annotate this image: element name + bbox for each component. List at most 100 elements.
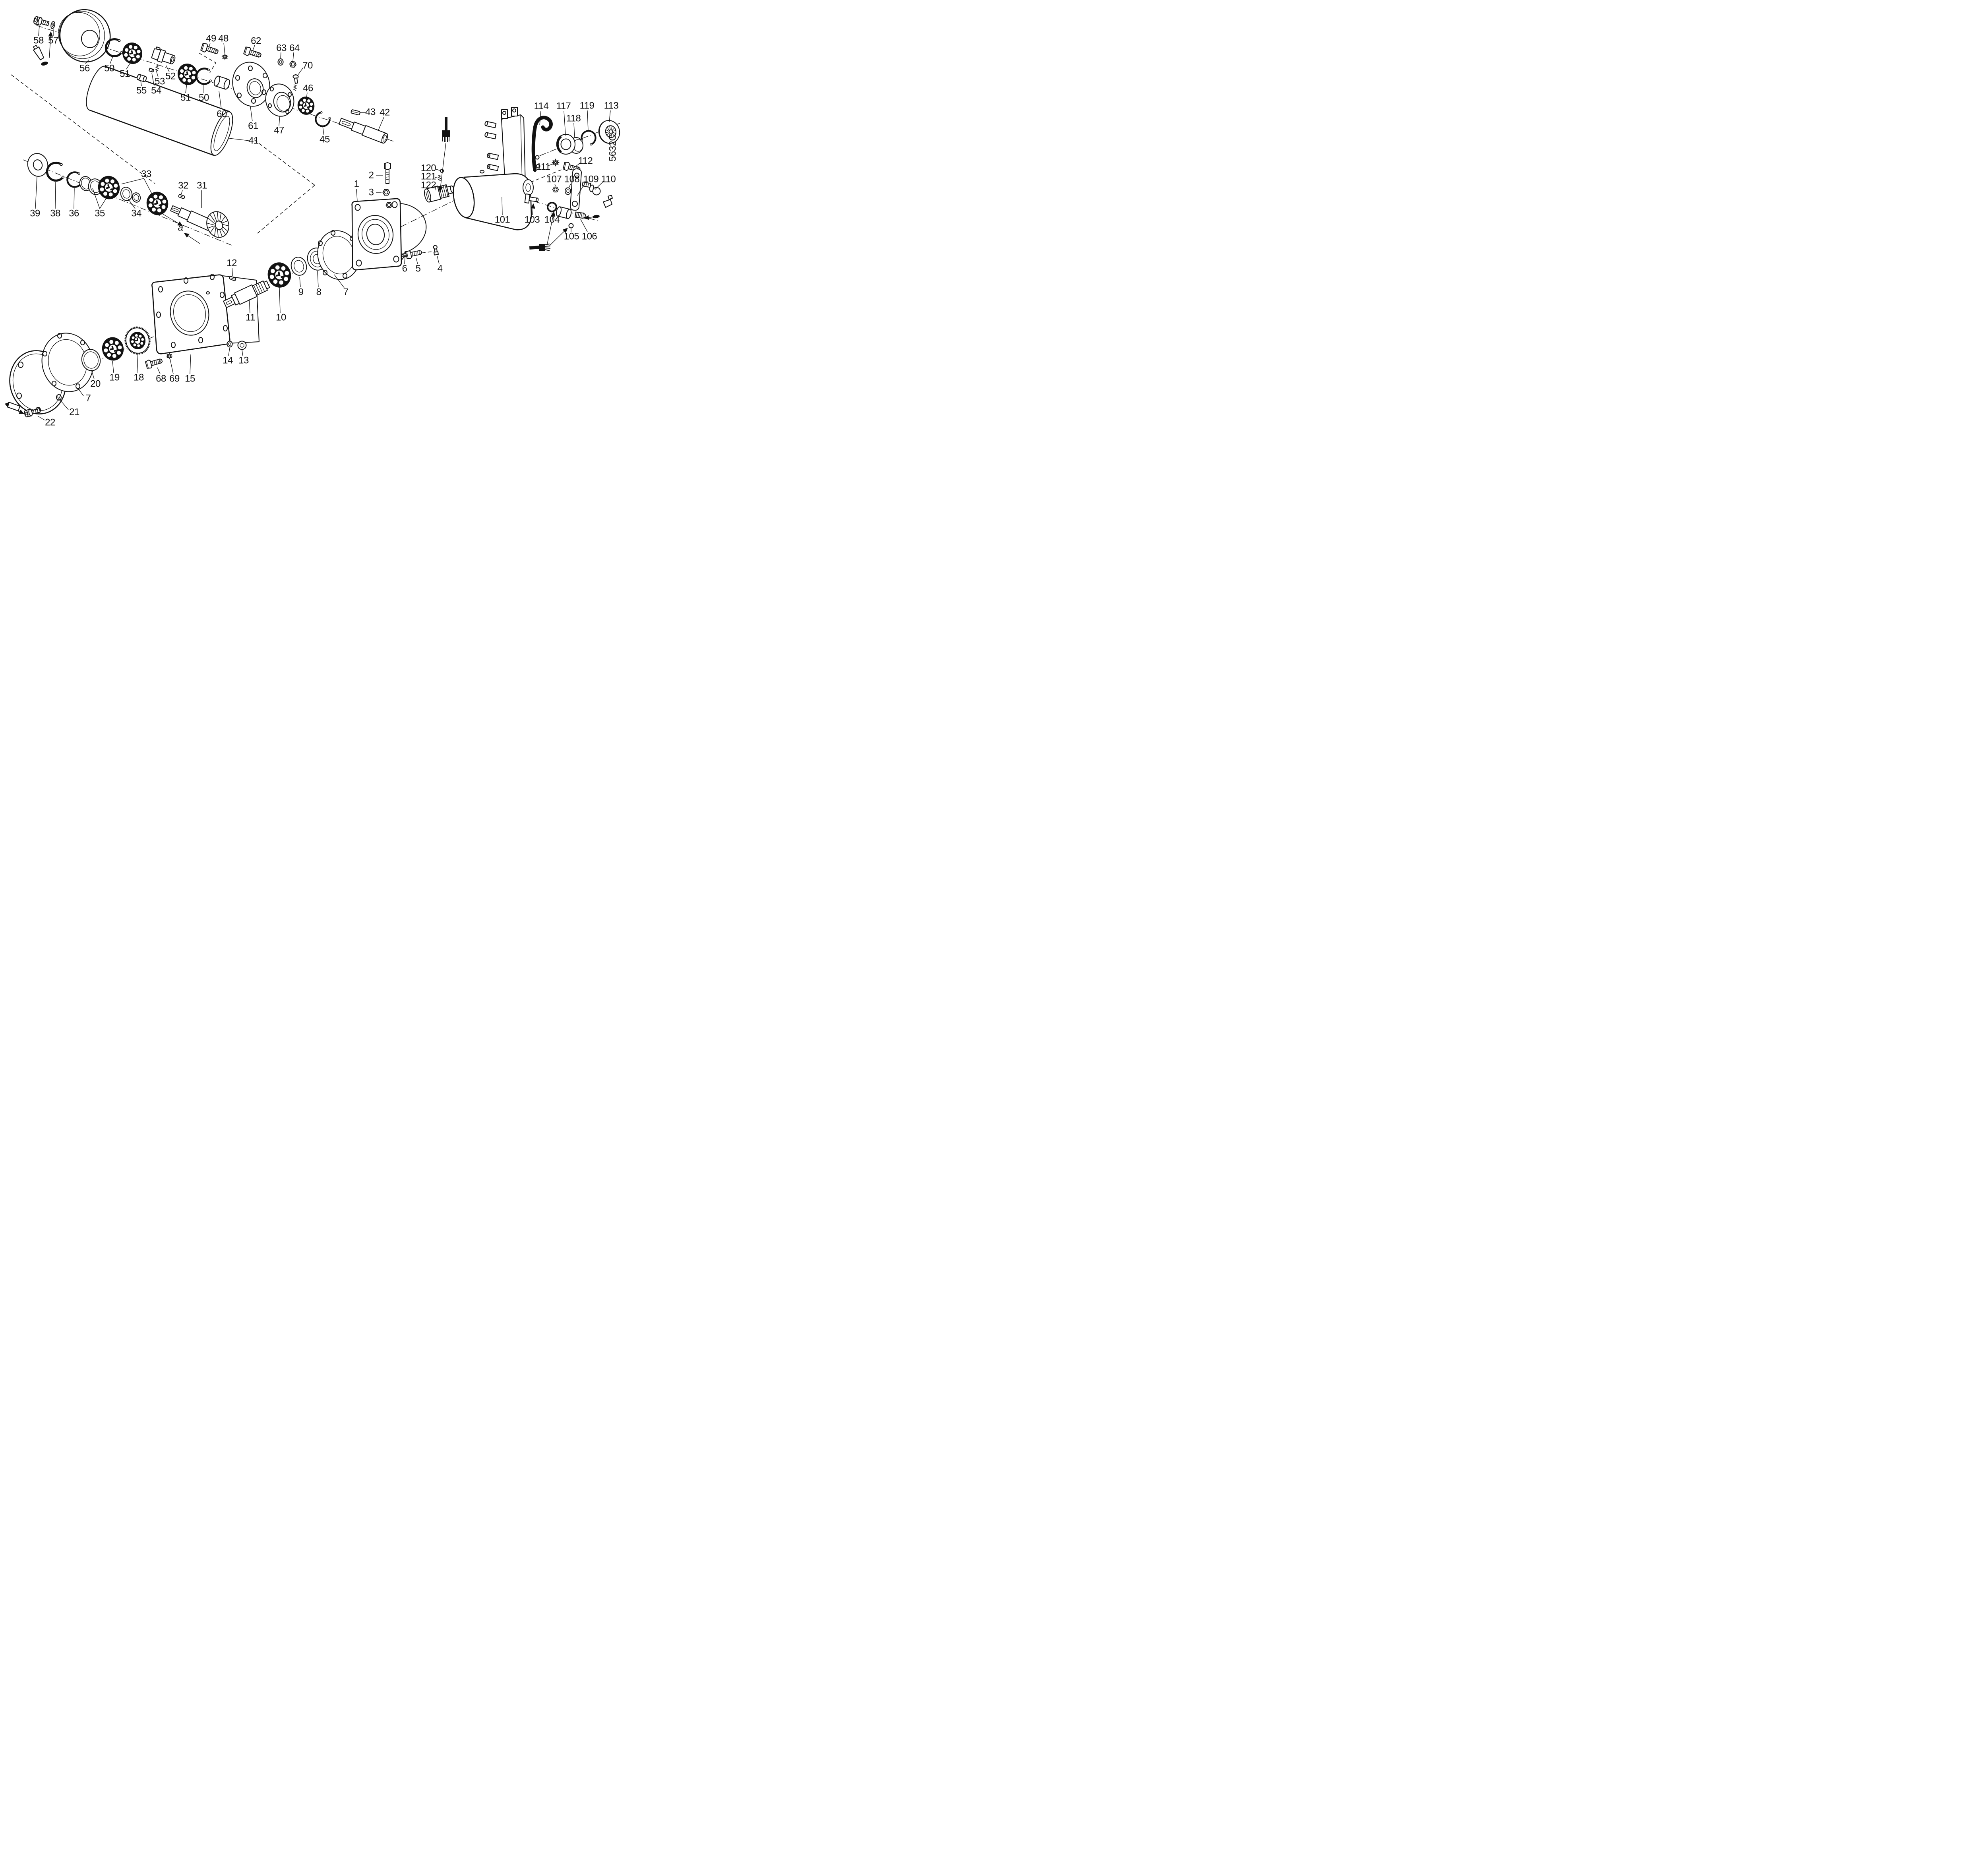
callout-22: 22 (45, 417, 55, 428)
part-grease-fitting-4 (433, 245, 439, 256)
leader-line (292, 52, 294, 62)
callout-15: 15 (185, 374, 195, 384)
part-plunger-54 (148, 68, 154, 73)
part-ball-120 (440, 169, 444, 173)
callout-107: 107 (546, 174, 562, 185)
part-pump-body-101 (453, 170, 534, 230)
part-shaft-11 (223, 280, 270, 308)
callout-109: 109 (583, 174, 599, 185)
leader-line (219, 91, 222, 110)
part-setscrew-106 (575, 211, 586, 219)
leader-line (170, 359, 174, 374)
part-socket-bolt-22 (24, 408, 41, 418)
leader-line (435, 186, 436, 191)
part-link-plate-109 (570, 168, 582, 211)
leader-line (166, 65, 170, 72)
callout-46: 46 (303, 83, 313, 94)
callout-6: 6 (402, 263, 407, 274)
part-washer-39 (27, 153, 48, 177)
callout-121: 121 (421, 171, 436, 182)
leader-line (564, 110, 566, 136)
callout-108: 108 (564, 174, 580, 185)
part-flanged-ring-47 (265, 83, 294, 117)
leader-line (128, 198, 136, 209)
leader-line (548, 163, 554, 166)
callout-5632C: 5632C (608, 134, 618, 161)
callout-9: 9 (298, 287, 304, 298)
callout-41: 41 (248, 136, 259, 146)
leader-line (228, 348, 230, 356)
leader-line (416, 257, 418, 264)
callout-104: 104 (544, 215, 560, 225)
callout-117: 117 (556, 101, 571, 112)
callout-18: 18 (134, 372, 144, 383)
callout-69: 69 (169, 374, 180, 384)
leader-line (322, 126, 324, 135)
callout-64: 64 (289, 43, 300, 54)
part-washer-14 (227, 341, 233, 348)
part-spring-121 (438, 175, 442, 181)
callout-54: 54 (151, 85, 161, 96)
callout-43: 43 (365, 107, 376, 118)
leader-line (554, 184, 556, 187)
callout-34: 34 (131, 208, 141, 219)
callout-113: 113 (604, 101, 619, 111)
part-flange-61 (232, 62, 270, 107)
leader-line (573, 123, 575, 138)
leader-line (110, 56, 113, 64)
part-tpin-103 (524, 193, 539, 204)
leader-line (55, 182, 56, 209)
callout-10: 10 (276, 312, 286, 323)
callout-68: 68 (156, 374, 166, 384)
leader-line (249, 299, 250, 313)
part-cylinder-41 (86, 66, 233, 156)
part-washer-9 (290, 257, 307, 276)
callout-60: 60 (217, 109, 227, 120)
part-bearing-housing-1 (351, 198, 427, 271)
callout-51a: 51 (120, 69, 130, 79)
leader-line (151, 73, 155, 87)
callout-21: 21 (69, 407, 79, 418)
callout-32: 32 (178, 180, 188, 191)
callout-5: 5 (416, 263, 421, 274)
leader-line (181, 190, 183, 195)
leader-line (435, 177, 438, 178)
callout-106: 106 (582, 231, 597, 242)
grease-tube-icon-right (583, 195, 613, 220)
leader-line (35, 177, 37, 209)
part-key-32 (178, 194, 185, 199)
callout-33: 33 (141, 169, 151, 180)
leader-line (223, 43, 225, 55)
leader-line (378, 117, 384, 132)
leader-line (334, 274, 345, 288)
grease-brush-icon-right (529, 211, 568, 251)
dimension-arrow-a1 (161, 213, 183, 226)
leader-line (279, 116, 280, 126)
dimension-arrow-a2 (184, 233, 200, 244)
callout-114: 114 (534, 101, 549, 112)
part-hook-114 (531, 116, 553, 172)
grease-brush-icon-top (438, 117, 450, 192)
leader-line (92, 188, 100, 209)
leader-line (306, 92, 308, 99)
callout-112: 112 (578, 156, 593, 166)
leader-line (250, 106, 253, 122)
leader-line (37, 416, 45, 420)
part-washer-63 (277, 58, 284, 66)
part-key-12 (229, 276, 236, 281)
leader-line (99, 197, 107, 209)
callout-52: 52 (165, 71, 176, 82)
callout-47: 47 (274, 125, 284, 136)
callout-38: 38 (50, 208, 60, 219)
part-roller-105 (556, 206, 574, 228)
leader-line (209, 43, 211, 47)
leader-line (435, 168, 440, 171)
callout-105: 105 (564, 231, 579, 242)
leader-line (279, 287, 281, 313)
leader-line (580, 219, 588, 232)
callout-120: 120 (421, 163, 436, 174)
exploded-parts-diagram: 5857565051535255545150606147494862636470… (0, 0, 623, 430)
part-bevel-pinion-31 (170, 205, 229, 238)
callout-36: 36 (69, 208, 79, 219)
